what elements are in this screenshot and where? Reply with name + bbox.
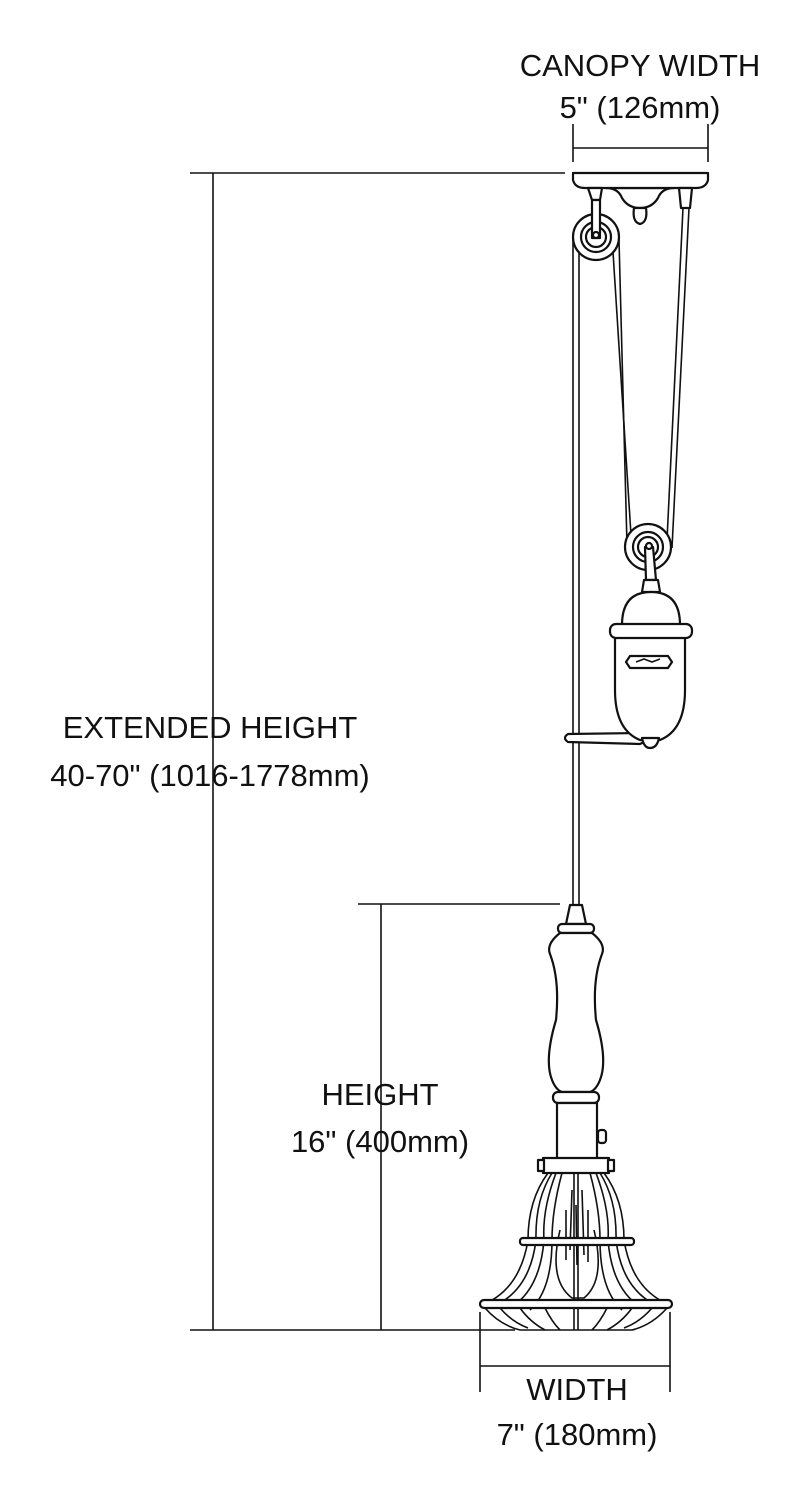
canopy bbox=[571, 171, 710, 226]
width-label: WIDTH bbox=[526, 1372, 628, 1407]
canopy-width-value: 5" (126mm) bbox=[560, 90, 721, 125]
lower-pulley bbox=[623, 522, 673, 582]
height-dimension: HEIGHT 16" (400mm) bbox=[291, 903, 560, 1330]
extended-height-dimension: EXTENDED HEIGHT 40-70" (1016-1778mm) bbox=[50, 172, 565, 1331]
extended-height-value: 40-70" (1016-1778mm) bbox=[50, 758, 369, 793]
height-label: HEIGHT bbox=[321, 1077, 438, 1112]
pendant-lamp bbox=[478, 903, 674, 1331]
canopy-width-dimension: CANOPY WIDTH 5" (126mm) bbox=[520, 48, 761, 162]
pulley-belts bbox=[612, 207, 690, 549]
counterweight bbox=[563, 578, 694, 750]
width-dimension: WIDTH 7" (180mm) bbox=[479, 1312, 671, 1452]
main-cord bbox=[572, 237, 580, 905]
height-value: 16" (400mm) bbox=[291, 1124, 469, 1159]
extended-height-label: EXTENDED HEIGHT bbox=[63, 710, 358, 745]
width-value: 7" (180mm) bbox=[497, 1417, 658, 1452]
top-pulley bbox=[571, 198, 621, 262]
canopy-width-label: CANOPY WIDTH bbox=[520, 48, 761, 83]
